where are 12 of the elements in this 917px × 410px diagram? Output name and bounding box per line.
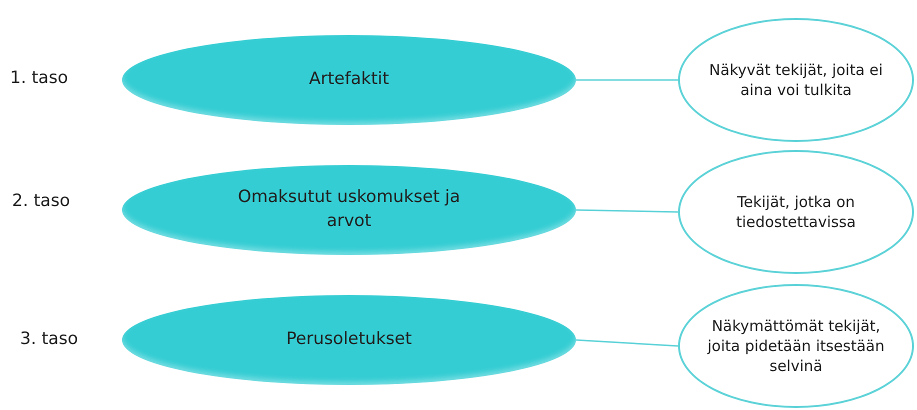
level-label: 2. taso (12, 190, 70, 213)
connector-line (576, 79, 678, 81)
node-text: Artefaktit (308, 68, 390, 92)
node-text: Omaksutut uskomukset ja arvot (236, 186, 462, 233)
connector-line (576, 339, 678, 347)
level-label: 3. taso (20, 328, 78, 351)
node-text: Näkyvät tekijät, joita ei aina voi tulkita (708, 60, 884, 100)
connector-line (576, 209, 678, 213)
node-text: Tekijät, jotka on tiedostettavissa (735, 192, 857, 232)
level-label: 1. taso (10, 67, 68, 90)
node-text: Näkymättömät tekijät, joita pidetään itsestään selvinä (706, 316, 886, 376)
node-text: Perusoletukset (286, 328, 412, 352)
